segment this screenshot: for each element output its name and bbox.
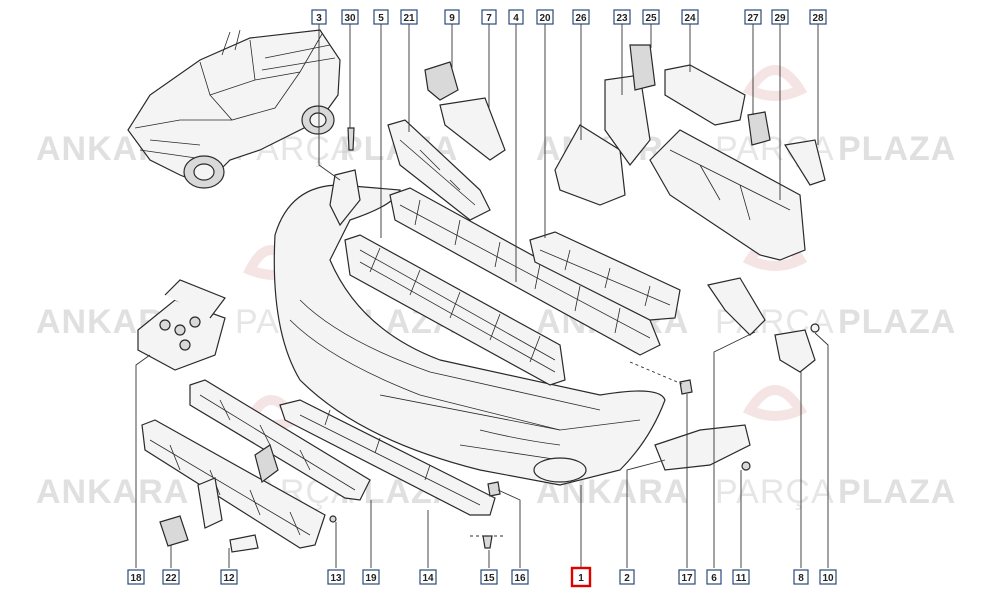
side-brackets-far-right: [649, 111, 826, 261]
fasteners: [329, 481, 505, 549]
svg-text:18: 18: [130, 573, 142, 584]
callout-29[interactable]: 29: [771, 9, 789, 25]
svg-text:29: 29: [774, 13, 786, 24]
svg-text:10: 10: [822, 573, 834, 584]
callouts-bottom: 18 22 12 13 19 14 15 16 1 2 17 6 11 8 10: [127, 566, 837, 588]
side-brackets-right: [554, 44, 746, 206]
svg-text:12: 12: [223, 573, 235, 584]
brand-logo-icon: [254, 444, 279, 484]
svg-text:19: 19: [365, 573, 377, 584]
clip-11: [741, 461, 751, 471]
svg-text:15: 15: [483, 573, 495, 584]
impact-absorber: [389, 187, 661, 356]
svg-text:27: 27: [747, 13, 759, 24]
callout-12[interactable]: 12: [220, 569, 238, 585]
callout-11[interactable]: 11: [732, 569, 750, 585]
watermark-logo-icon: [742, 65, 808, 101]
callout-6[interactable]: 6: [706, 569, 722, 585]
bracket-7: [439, 97, 506, 161]
svg-text:8: 8: [798, 573, 804, 584]
lower-absorber: [529, 231, 681, 321]
callout-19[interactable]: 19: [362, 569, 380, 585]
watermark-word-3: PLAZA: [838, 130, 956, 168]
svg-text:16: 16: [514, 573, 526, 584]
svg-text:2: 2: [624, 573, 630, 584]
watermark-word-2: PARÇA: [715, 473, 835, 511]
svg-text:26: 26: [575, 13, 587, 24]
svg-text:1: 1: [578, 573, 584, 584]
watermark-word-3: PLAZA: [838, 473, 956, 511]
clip-kit-box: [137, 279, 226, 371]
svg-text:17: 17: [681, 573, 693, 584]
svg-text:24: 24: [684, 13, 696, 24]
svg-text:7: 7: [486, 13, 492, 24]
callout-23[interactable]: 23: [613, 9, 631, 25]
svg-text:22: 22: [165, 573, 177, 584]
callout-15[interactable]: 15: [480, 569, 498, 585]
svg-text:3: 3: [316, 13, 322, 24]
leader-lines: [135, 24, 829, 568]
screw-30: [347, 127, 355, 151]
upper-bracket: [387, 119, 491, 221]
svg-text:28: 28: [812, 13, 824, 24]
watermark-logo-icon: [742, 385, 808, 421]
callout-17[interactable]: 17: [678, 569, 696, 585]
watermark-word-1: ANKARA: [36, 473, 189, 511]
callout-25[interactable]: 25: [642, 9, 660, 25]
callout-20[interactable]: 20: [536, 9, 554, 25]
bracket-22: [159, 515, 189, 547]
svg-text:21: 21: [403, 13, 415, 24]
callout-4[interactable]: 4: [508, 9, 524, 25]
callout-16[interactable]: 16: [511, 569, 529, 585]
front-grille: [141, 419, 326, 553]
svg-text:25: 25: [645, 13, 657, 24]
callout-13[interactable]: 13: [327, 569, 345, 585]
callout-2[interactable]: 2: [619, 569, 635, 585]
svg-text:14: 14: [422, 573, 434, 584]
callout-5[interactable]: 5: [373, 9, 389, 25]
side-bracket-6: [707, 277, 766, 336]
callout-22[interactable]: 22: [162, 569, 180, 585]
svg-text:20: 20: [539, 13, 551, 24]
callout-7[interactable]: 7: [481, 9, 497, 25]
callouts-top: 3 30 5 21 9 7 4 20 26 23 25 24 27 29 28: [311, 9, 827, 25]
callout-24[interactable]: 24: [681, 9, 699, 25]
callout-18[interactable]: 18: [127, 569, 145, 585]
callout-3[interactable]: 3: [311, 9, 327, 25]
svg-text:9: 9: [449, 13, 455, 24]
callout-27[interactable]: 27: [744, 9, 762, 25]
callout-9[interactable]: 9: [444, 9, 460, 25]
callout-14[interactable]: 14: [419, 569, 437, 585]
callout-28[interactable]: 28: [809, 9, 827, 25]
callout-10[interactable]: 10: [819, 569, 837, 585]
callout-26[interactable]: 26: [572, 9, 590, 25]
grille-mesh: [344, 234, 566, 386]
lower-undertray: [279, 399, 496, 516]
callout-8[interactable]: 8: [793, 569, 809, 585]
callout-1[interactable]: 1: [570, 566, 592, 588]
watermark-word-3: PLAZA: [838, 303, 956, 341]
svg-text:11: 11: [736, 573, 747, 584]
grille-frame: [189, 379, 371, 501]
svg-text:6: 6: [711, 573, 717, 584]
callout-30[interactable]: 30: [341, 9, 359, 25]
bracket-9: [424, 61, 459, 101]
svg-text:23: 23: [616, 13, 628, 24]
callout-21[interactable]: 21: [400, 9, 418, 25]
svg-text:30: 30: [344, 13, 356, 24]
svg-text:5: 5: [378, 13, 384, 24]
svg-text:4: 4: [513, 13, 519, 24]
fog-lamp-bracket: [774, 323, 820, 373]
svg-text:13: 13: [330, 573, 342, 584]
clip-17: [679, 379, 693, 395]
car-illustration: [127, 29, 341, 189]
bracket-3: [329, 169, 361, 227]
lower-side-bracket: [654, 424, 751, 471]
